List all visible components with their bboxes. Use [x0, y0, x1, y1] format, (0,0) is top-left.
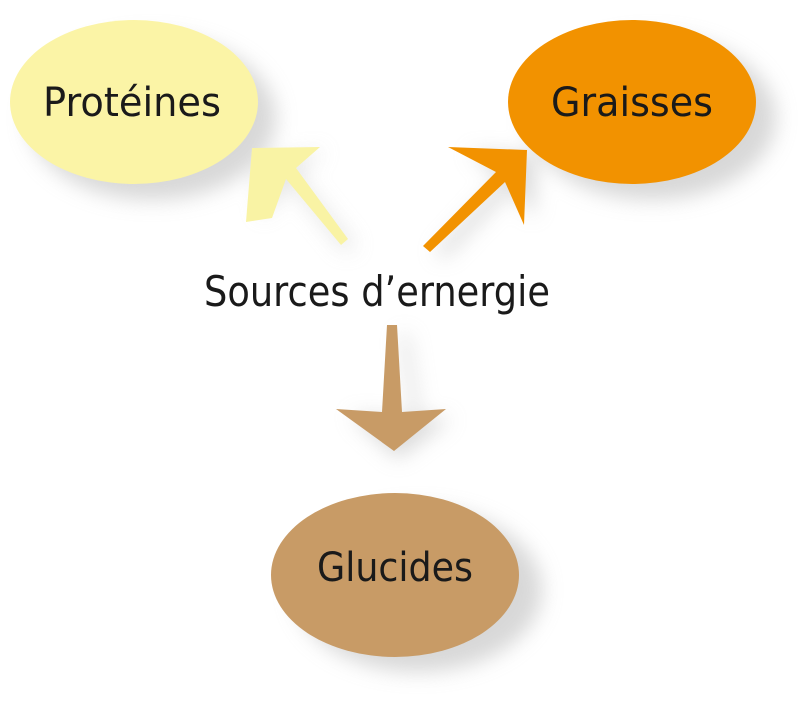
glucides-label: Glucides: [317, 545, 473, 591]
proteines-label: Protéines: [43, 80, 221, 126]
center-label: Sources d’ernergie: [204, 267, 550, 316]
node-graisses: [508, 20, 756, 184]
node-proteines: [10, 20, 258, 184]
graisses-label: Graisses: [551, 80, 713, 126]
arrow-to-glucides: [336, 325, 446, 451]
arrow-to-graisses: [423, 147, 527, 252]
node-glucides: [271, 493, 519, 657]
arrow-to-proteines: [246, 147, 348, 245]
